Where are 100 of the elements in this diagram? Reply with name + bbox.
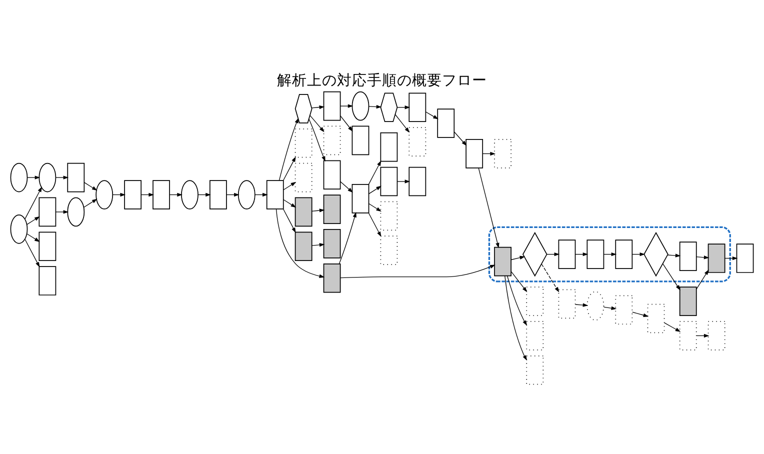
node-ellipse: [238, 180, 256, 209]
arrow: [478, 167, 500, 248]
arrow: [340, 180, 353, 192]
node-box: [679, 320, 697, 350]
arrow: [312, 208, 325, 212]
node-box: [679, 286, 697, 316]
arrow: [283, 181, 296, 190]
node-box: [380, 132, 398, 162]
arrow: [283, 198, 296, 208]
node-box: [494, 246, 512, 276]
arrow: [308, 118, 326, 162]
arrow: [396, 179, 410, 183]
arrow: [55, 210, 69, 214]
arrow: [696, 255, 710, 259]
arrow: [276, 208, 325, 278]
arrow: [510, 255, 526, 260]
arrow: [667, 253, 681, 257]
node-box: [380, 235, 398, 264]
node-box: [294, 162, 312, 192]
node-box: [294, 196, 312, 226]
arrow: [312, 242, 325, 246]
node-ellipse: [181, 180, 198, 209]
arrow: [575, 302, 588, 306]
arrow: [696, 269, 709, 289]
node-box: [408, 92, 426, 122]
node-box: [558, 288, 576, 318]
node-box: [558, 239, 576, 268]
node-box: [679, 241, 697, 270]
arrow: [340, 115, 353, 132]
node-box: [294, 128, 312, 158]
arrow: [340, 264, 496, 278]
node-box: [526, 354, 544, 384]
node-box: [210, 180, 227, 209]
arrow: [26, 216, 40, 224]
node-ellipse: [586, 290, 604, 320]
node-box: [526, 286, 544, 316]
node-box: [647, 303, 665, 333]
arrow: [283, 208, 296, 232]
node-hexagon: [380, 92, 398, 122]
arrow: [55, 175, 69, 179]
node-box: [124, 180, 142, 209]
arrow: [504, 275, 528, 360]
node-box: [615, 294, 633, 324]
arrow: [603, 306, 617, 310]
node-box: [708, 243, 726, 272]
arrow: [510, 270, 528, 292]
node-box: [323, 194, 341, 224]
arrow: [24, 186, 42, 219]
arrow: [84, 182, 98, 190]
node-box: [380, 200, 398, 230]
node-box: [708, 320, 726, 350]
node-ellipse: [10, 162, 28, 192]
node-box: [408, 166, 426, 196]
node-diamond: [644, 231, 668, 276]
node-box: [352, 184, 370, 213]
node-box: [437, 108, 455, 138]
arrow: [368, 160, 382, 184]
node-box: [586, 239, 604, 268]
arrow: [368, 104, 382, 108]
node-box: [736, 243, 754, 272]
node-box: [323, 228, 341, 258]
arrow: [662, 262, 680, 290]
node-box: [67, 162, 85, 192]
node-box: [466, 138, 484, 168]
node-diamond: [522, 231, 548, 276]
arrow: [664, 322, 681, 332]
node-box: [38, 266, 56, 295]
arrow: [26, 233, 40, 242]
arrow: [425, 111, 438, 119]
node-box: [323, 160, 341, 190]
arrow: [368, 212, 382, 236]
node-box: [494, 138, 512, 168]
node-ellipse: [10, 214, 28, 244]
arrow: [311, 104, 325, 109]
node-box: [380, 166, 398, 196]
arrow: [310, 114, 324, 132]
arrow: [368, 202, 382, 212]
node-box: [323, 262, 341, 292]
node-box: [294, 231, 312, 261]
arrow: [506, 275, 528, 326]
arrow: [340, 104, 354, 108]
arrow: [541, 263, 560, 292]
arrow: [368, 185, 382, 194]
node-ellipse: [96, 180, 114, 209]
node-box: [615, 239, 633, 268]
node-box: [266, 180, 284, 209]
node-box: [323, 90, 341, 120]
node-box: [352, 125, 370, 155]
node-ellipse: [352, 90, 370, 120]
arrow: [454, 131, 467, 146]
node-box: [408, 126, 426, 156]
arrow: [283, 156, 296, 180]
diagram-title: 解析上の対応手順の概要フロー: [277, 71, 487, 88]
node-box: [526, 320, 544, 350]
arrow: [632, 311, 649, 316]
node-box: [38, 231, 56, 261]
arrow: [84, 198, 98, 208]
arrow: [278, 117, 299, 180]
arrow: [394, 114, 410, 132]
node-box: [323, 125, 341, 155]
